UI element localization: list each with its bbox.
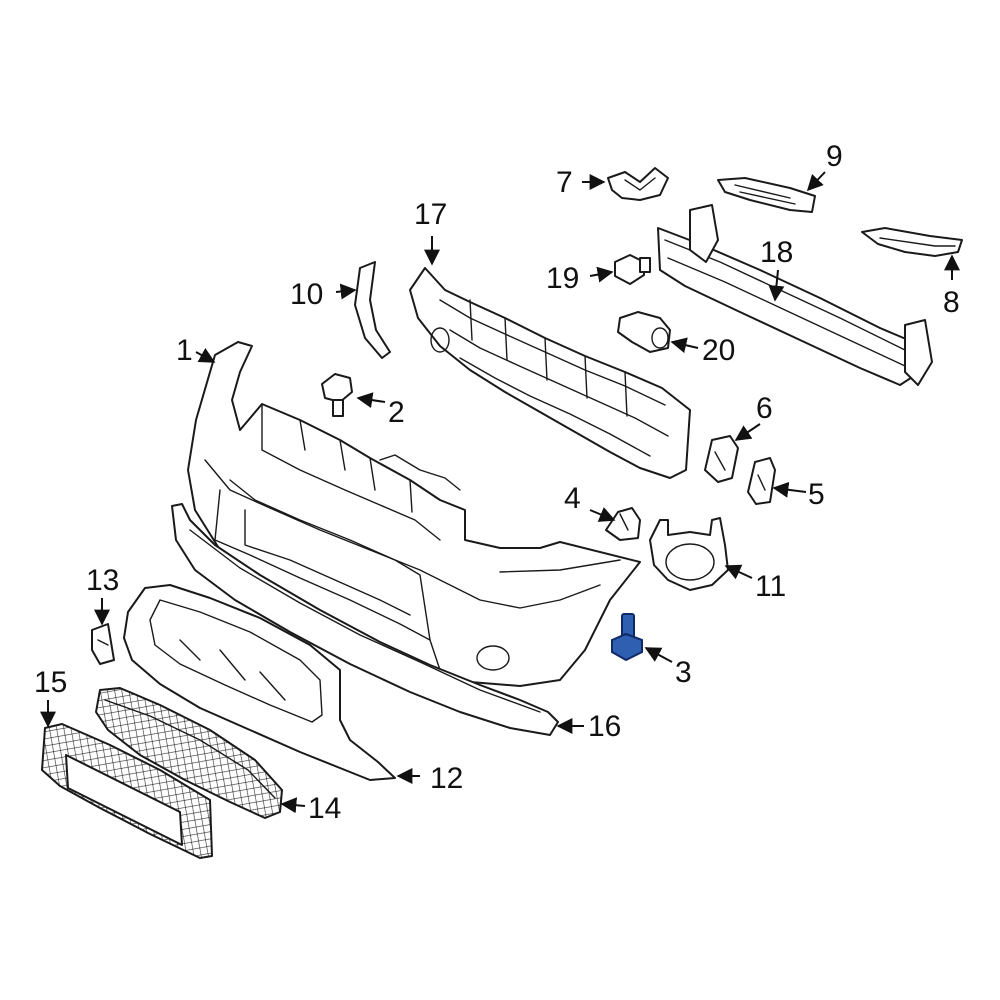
callout-7: 7	[556, 166, 573, 199]
callout-12: 12	[430, 762, 463, 795]
callout-17: 17	[414, 198, 447, 231]
part-5-bracket	[747, 457, 776, 505]
callout-13: 13	[86, 564, 119, 597]
callout-labels: 1 2 3 4 5 6 7 8 9 10 11 12 13 14 15 16 1…	[34, 140, 960, 825]
part-9-bracket	[717, 177, 816, 213]
part-10-trim	[354, 261, 391, 359]
callout-3: 3	[675, 656, 692, 689]
callout-16: 16	[588, 710, 621, 743]
part-2-push-pin	[321, 373, 353, 417]
part-16-lower-molding	[171, 503, 559, 736]
part-6-bracket	[704, 435, 739, 483]
callout-9: 9	[826, 140, 843, 173]
part-15-lower-mesh-panel	[41, 723, 213, 859]
callout-20: 20	[702, 334, 735, 367]
callout-leaders	[40, 171, 960, 814]
part-14-mesh-grille	[95, 687, 283, 819]
part-12-lower-grille-frame	[123, 584, 396, 781]
callout-8: 8	[943, 286, 960, 319]
callout-14: 14	[308, 792, 341, 825]
part-4-bracket	[605, 507, 641, 541]
part-17-energy-absorber	[409, 267, 691, 479]
part-20-sensor	[617, 311, 671, 353]
callout-2: 2	[388, 396, 405, 429]
callout-18: 18	[760, 236, 793, 269]
part-18-reinforcement-bar	[657, 204, 933, 386]
callout-15: 15	[34, 666, 67, 699]
part-7-bracket	[607, 167, 669, 201]
callout-4: 4	[564, 482, 581, 515]
callout-11: 11	[755, 570, 786, 603]
part-11-fog-lamp-bezel	[649, 517, 729, 591]
callout-6: 6	[756, 392, 773, 425]
callout-1: 1	[176, 334, 193, 367]
part-8-bracket	[861, 227, 963, 257]
part-13-cap	[91, 623, 115, 665]
callout-19: 19	[546, 262, 579, 295]
part-19-fastener	[614, 254, 651, 285]
part-3-bolt-highlighted	[611, 613, 643, 662]
callout-10: 10	[290, 278, 323, 311]
callout-5: 5	[808, 478, 825, 511]
